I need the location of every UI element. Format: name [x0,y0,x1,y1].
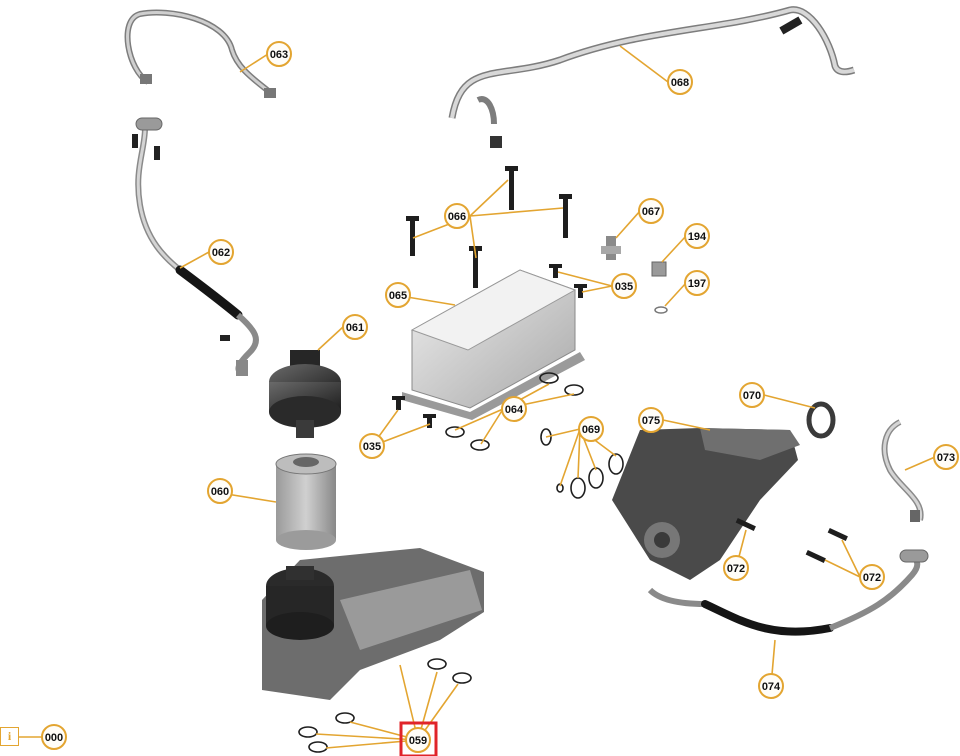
filter-cap-061 [269,350,341,438]
callout-061[interactable]: 061 [342,314,368,340]
svg-text:061: 061 [346,322,364,334]
callout-000[interactable]: 000 [41,724,67,750]
callout-064[interactable]: 064 [501,396,527,422]
svg-text:059: 059 [409,735,427,747]
pipe-074 [647,549,929,636]
svg-text:072: 072 [727,563,745,575]
pipe-073 [881,419,924,522]
svg-text:197: 197 [688,278,706,290]
svg-text:072: 072 [863,572,881,584]
callout-197[interactable]: 197 [684,270,710,296]
info-icon[interactable]: i [0,727,19,746]
callout-075[interactable]: 075 [638,407,664,433]
svg-text:062: 062 [212,247,230,259]
callout-062[interactable]: 062 [208,239,234,265]
gasket-070 [806,401,836,439]
filter-element-060 [275,453,337,550]
svg-text:064: 064 [505,404,524,416]
bolts-072 [735,517,848,563]
svg-text:073: 073 [937,452,955,464]
callout-069[interactable]: 069 [578,416,604,442]
svg-text:069: 069 [582,424,600,436]
pump-075 [612,428,800,580]
pipe-062 [132,117,259,376]
fittings-067-194-197 [601,236,668,314]
callout-059-selected[interactable]: 059 [399,721,438,756]
callout-068[interactable]: 068 [667,69,693,95]
pipe-063 [124,9,276,98]
svg-text:065: 065 [389,290,407,302]
o-rings-064 [445,372,584,451]
filter-housing-059 [262,548,484,700]
svg-text:035: 035 [615,281,633,293]
callout-063[interactable]: 063 [266,41,292,67]
callout-060[interactable]: 060 [207,478,233,504]
callout-035-upper[interactable]: 035 [611,273,637,299]
bolts-035 [392,264,587,428]
svg-text:075: 075 [642,415,660,427]
leader-lines [179,45,936,749]
callout-070[interactable]: 070 [739,382,765,408]
callout-065[interactable]: 065 [385,282,411,308]
callout-072-right[interactable]: 072 [859,564,885,590]
callout-072-left[interactable]: 072 [723,555,749,581]
o-rings-059 [298,658,472,753]
svg-text:070: 070 [743,390,761,402]
svg-text:074: 074 [762,681,781,693]
svg-text:000: 000 [45,732,63,744]
svg-text:068: 068 [671,77,689,89]
svg-text:066: 066 [448,211,466,223]
svg-text:194: 194 [688,231,707,243]
o-rings-069 [540,428,624,499]
svg-text:063: 063 [270,49,288,61]
svg-text:060: 060 [211,486,229,498]
pipe-068 [448,6,856,148]
callout-066[interactable]: 066 [444,203,470,229]
callout-074[interactable]: 074 [758,673,784,699]
callout-194[interactable]: 194 [684,223,710,249]
svg-text:035: 035 [363,441,381,453]
callout-073[interactable]: 073 [933,444,959,470]
oil-cooler-065 [402,269,585,420]
svg-text:067: 067 [642,206,660,218]
bolts-066 [406,166,572,288]
callout-067[interactable]: 067 [638,198,664,224]
callout-035-lower[interactable]: 035 [359,433,385,459]
